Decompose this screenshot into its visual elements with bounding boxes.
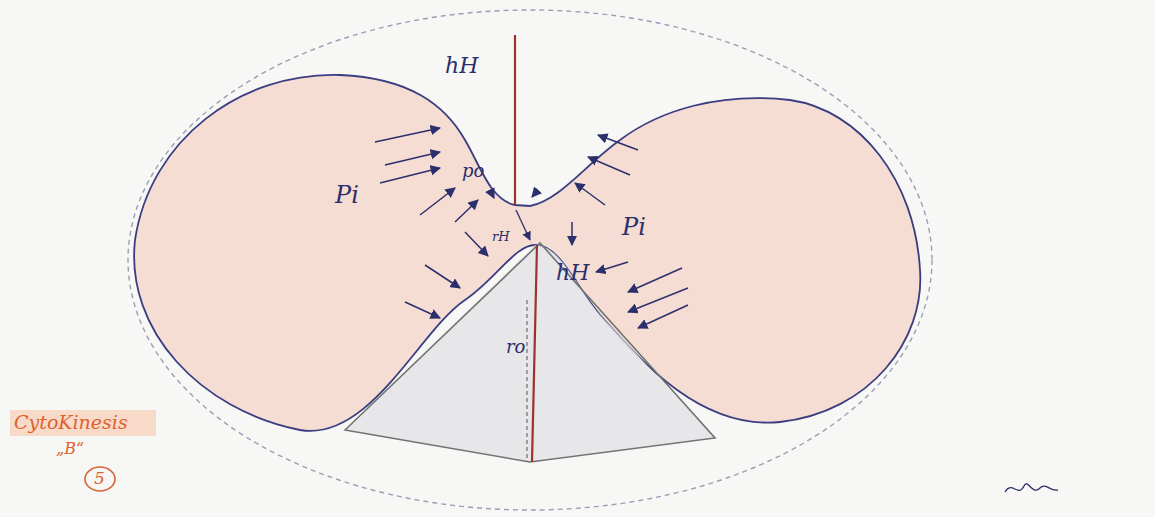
axis-line <box>514 35 516 205</box>
furrow-region <box>345 245 715 462</box>
symbol-label: Pi <box>622 215 646 239</box>
cone-outline <box>345 243 715 462</box>
outer-boundary <box>128 10 932 510</box>
symbol-label: hH <box>445 55 478 77</box>
pressure-arrows <box>375 128 688 328</box>
gap-arrow <box>516 210 530 240</box>
symbol-label: ro <box>506 338 525 356</box>
radius-line <box>527 300 528 462</box>
signature <box>1005 484 1058 492</box>
symbol-label: Pi <box>335 183 359 207</box>
symbol-label: rH <box>492 230 510 243</box>
page-circle <box>85 467 115 491</box>
symbol-label: po <box>462 162 484 180</box>
figure-title: CytoKinesis <box>14 413 128 432</box>
symbol-label: hH <box>556 262 589 284</box>
highlight <box>10 410 156 436</box>
page-number: 5 <box>94 470 105 487</box>
axis-line <box>532 245 537 462</box>
figure-title: „B“ <box>56 441 84 457</box>
